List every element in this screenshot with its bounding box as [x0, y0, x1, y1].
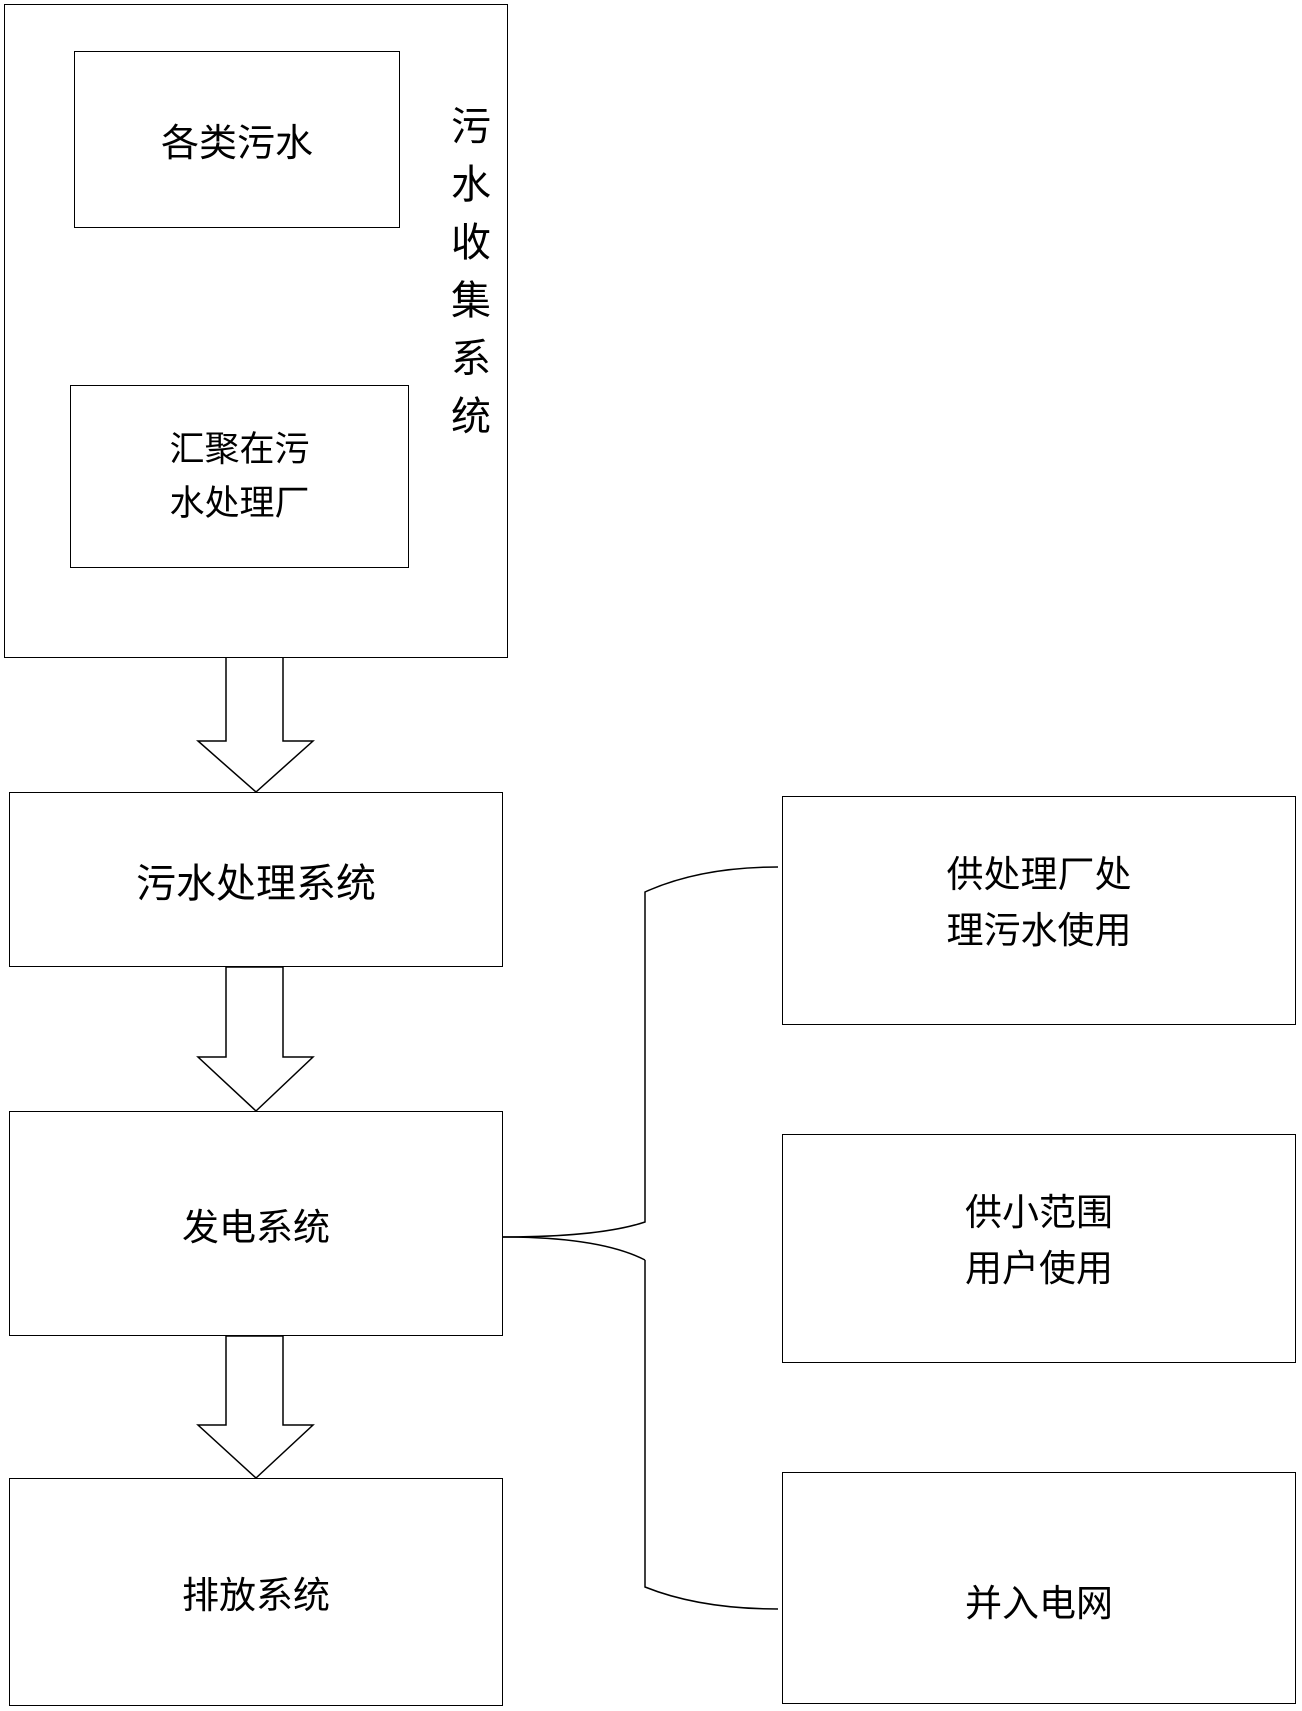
branch-line-to-grid — [644, 1260, 779, 1610]
power-generation-system-box: 发电系统 — [9, 1111, 503, 1336]
output-user-use-box: 供小范围 用户使用 — [782, 1134, 1296, 1363]
arrow-collection-to-treatment — [196, 656, 315, 794]
sewage-sources-box: 各类污水 — [74, 51, 400, 228]
sewage-sources-label: 各类污水 — [160, 121, 313, 165]
power-generation-system-label: 发电系统 — [182, 1205, 330, 1249]
branch-line-to-user-use — [502, 1236, 646, 1261]
output-grid-label: 并入电网 — [965, 1582, 1113, 1625]
treatment-plant-box: 汇聚在污 水处理厂 — [70, 385, 409, 568]
discharge-system-label: 排放系统 — [182, 1574, 330, 1617]
discharge-system-box: 排放系统 — [9, 1478, 503, 1706]
title-char: 污 — [451, 104, 491, 150]
output-plant-use-box: 供处理厂处 理污水使用 — [782, 796, 1296, 1025]
title-char: 集 — [451, 278, 491, 324]
sewage-treatment-system-box: 污水处理系统 — [9, 792, 503, 967]
title-char: 收 — [451, 220, 491, 266]
sewage-collection-system-title: 污 水 收 集 系 统 — [443, 98, 499, 446]
output-grid-box: 并入电网 — [782, 1472, 1296, 1704]
treatment-plant-label: 汇聚在污 水处理厂 — [169, 429, 310, 524]
title-char: 系 — [451, 336, 491, 382]
output-plant-use-label: 供处理厂处 理污水使用 — [946, 853, 1132, 952]
branch-line-to-plant-use — [502, 866, 779, 1238]
sewage-treatment-system-label: 污水处理系统 — [136, 860, 376, 907]
output-user-use-label: 供小范围 用户使用 — [965, 1191, 1113, 1290]
arrow-power-to-discharge — [196, 1335, 315, 1480]
title-char: 统 — [451, 394, 491, 440]
title-char: 水 — [451, 162, 491, 208]
arrow-treatment-to-power — [196, 966, 315, 1113]
